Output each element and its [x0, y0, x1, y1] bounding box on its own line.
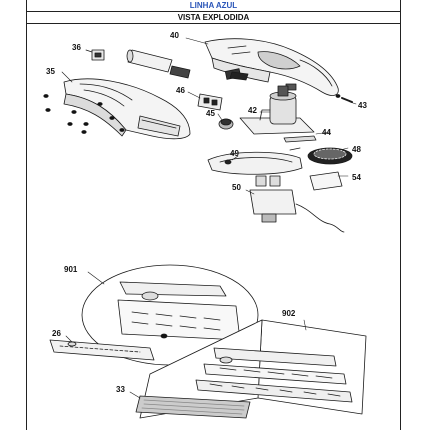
label-part-54: 54: [352, 173, 361, 182]
part-battery-cylinder: [126, 49, 173, 73]
label-part-50: 50: [232, 183, 241, 192]
part-54-label: [309, 171, 343, 191]
label-part-44: 44: [322, 128, 331, 137]
label-part-26: 26: [52, 329, 61, 338]
label-part-43: 43: [358, 101, 367, 110]
label-part-33: 33: [116, 385, 125, 394]
part-45-gear: [218, 118, 234, 130]
part-50-charger: [249, 175, 345, 233]
part-46-switch: [197, 93, 223, 111]
part-36-clip: [85, 49, 105, 61]
part-connector-block: [169, 65, 249, 81]
leader-lines-upper: [61, 37, 357, 195]
section-title: VISTA EXPLODIDA: [27, 12, 400, 24]
label-part-46: 46: [176, 86, 185, 95]
part-49-base: [207, 151, 303, 175]
part-26-guard: [49, 335, 155, 361]
part-43-pin: [335, 94, 353, 103]
leader-901: [87, 271, 105, 285]
part-44-plate: [283, 135, 317, 151]
part-901-detail-circle: [81, 264, 259, 366]
label-part-48: 48: [352, 145, 361, 154]
label-part-49: 49: [230, 149, 239, 158]
part-48-disc: [307, 147, 353, 165]
label-part-45: 45: [206, 109, 215, 118]
product-line-header: LINHA AZUL: [27, 0, 400, 12]
part-33-blade: [129, 391, 251, 419]
label-part-902: 902: [282, 309, 296, 318]
label-part-36: 36: [72, 43, 81, 52]
part-42-motor: [239, 85, 315, 135]
label-part-40: 40: [170, 31, 179, 40]
part-40-upper-housing: [204, 38, 339, 96]
label-part-42: 42: [248, 106, 257, 115]
exploded-view-sheet: LINHA AZUL VISTA EXPLODIDA: [26, 0, 401, 430]
part-35-lower-housing: [63, 78, 191, 140]
screws-left: [43, 94, 125, 134]
label-part-901: 901: [64, 265, 78, 274]
label-part-35: 35: [46, 67, 55, 76]
part-902-blade-set: [139, 319, 367, 419]
